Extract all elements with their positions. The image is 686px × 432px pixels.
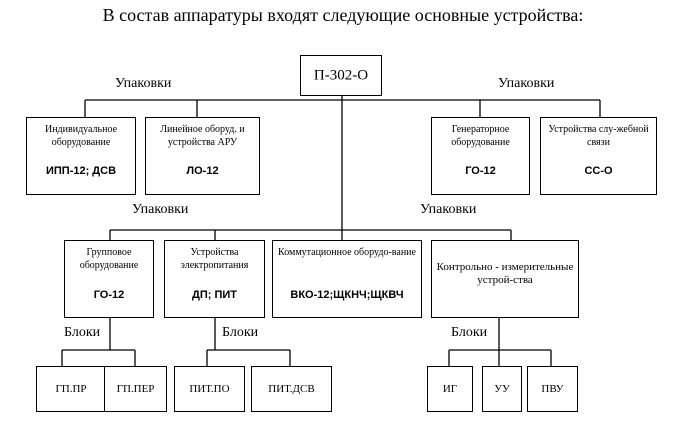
leaf-block: ПИТ.ДСВ xyxy=(251,366,332,412)
node-power-supply: Устройства электропитания ДП; ПИТ xyxy=(164,240,265,318)
root-node-box: П-302-О xyxy=(300,55,382,96)
leaf-block-label: ГП.ПР xyxy=(55,383,87,395)
blocks-label-2: Блоки xyxy=(222,325,259,340)
leaf-block-label: ПИТ.ПО xyxy=(189,383,230,395)
leaf-block: ПВУ xyxy=(527,366,578,412)
page-title: В состав аппаратуры входят следующие осн… xyxy=(102,5,584,25)
node-code: ГО-12 xyxy=(93,289,125,301)
node-code: ДП; ПИТ xyxy=(192,289,237,301)
node-title: Линейное оборуд. и устройства АРУ xyxy=(160,124,245,148)
node-individual-equipment: Индивидуальное оборудование ИПП-12; ДСВ xyxy=(26,117,136,195)
leaf-block: ИГ xyxy=(427,366,473,412)
blocks-label-1: Блоки xyxy=(64,325,101,340)
leaf-block-label: ИГ xyxy=(442,383,458,395)
pack-label-mid-right: Упаковки xyxy=(420,202,477,217)
node-title: Коммутационное оборудо-вание xyxy=(278,247,416,258)
node-title: Групповое оборудование xyxy=(79,247,139,271)
node-title: Устройства электропитания xyxy=(180,247,249,271)
node-code: ВКО-12;ЩКНЧ;ЩКВЧ xyxy=(290,289,404,301)
node-code: ГО-12 xyxy=(465,165,496,177)
node-measurement-devices: Контрольно - измерительные устрой-ства xyxy=(431,240,579,318)
node-code: СС-О xyxy=(584,165,613,177)
node-service-communication: Устройства слу-жебной связи СС-О xyxy=(540,117,657,195)
node-code: ЛО-12 xyxy=(186,165,219,177)
leaf-block: ПИТ.ПО xyxy=(174,366,245,412)
leaf-block: УУ xyxy=(482,366,522,412)
node-switching-equipment: Коммутационное оборудо-вание ВКО-12;ЩКНЧ… xyxy=(272,240,422,318)
leaf-block: ГП.ПЕР xyxy=(104,366,167,412)
node-title: Устройства слу-жебной связи xyxy=(548,124,649,148)
node-title: Индивидуальное оборудование xyxy=(44,124,118,148)
node-code: ИПП-12; ДСВ xyxy=(45,165,117,177)
node-title: Контрольно - измерительные устрой-ства xyxy=(436,261,574,286)
leaf-block-label: ГП.ПЕР xyxy=(116,383,155,395)
node-line-equipment: Линейное оборуд. и устройства АРУ ЛО-12 xyxy=(145,117,260,195)
node-generator-equipment: Генераторное оборудование ГО-12 xyxy=(431,117,530,195)
leaf-block-label: УУ xyxy=(494,383,510,395)
root-node-label: П-302-О xyxy=(313,67,369,83)
node-title: Генераторное оборудование xyxy=(451,124,510,148)
node-group-equipment: Групповое оборудование ГО-12 xyxy=(64,240,154,318)
pack-label-mid-left: Упаковки xyxy=(132,202,189,217)
blocks-label-3: Блоки xyxy=(451,325,488,340)
leaf-block-label: ПИТ.ДСВ xyxy=(268,383,315,395)
leaf-block-label: ПВУ xyxy=(541,383,564,395)
leaf-block: ГП.ПР xyxy=(36,366,106,412)
pack-label-right: Упаковки xyxy=(498,76,555,91)
pack-label-left: Упаковки xyxy=(115,76,172,91)
